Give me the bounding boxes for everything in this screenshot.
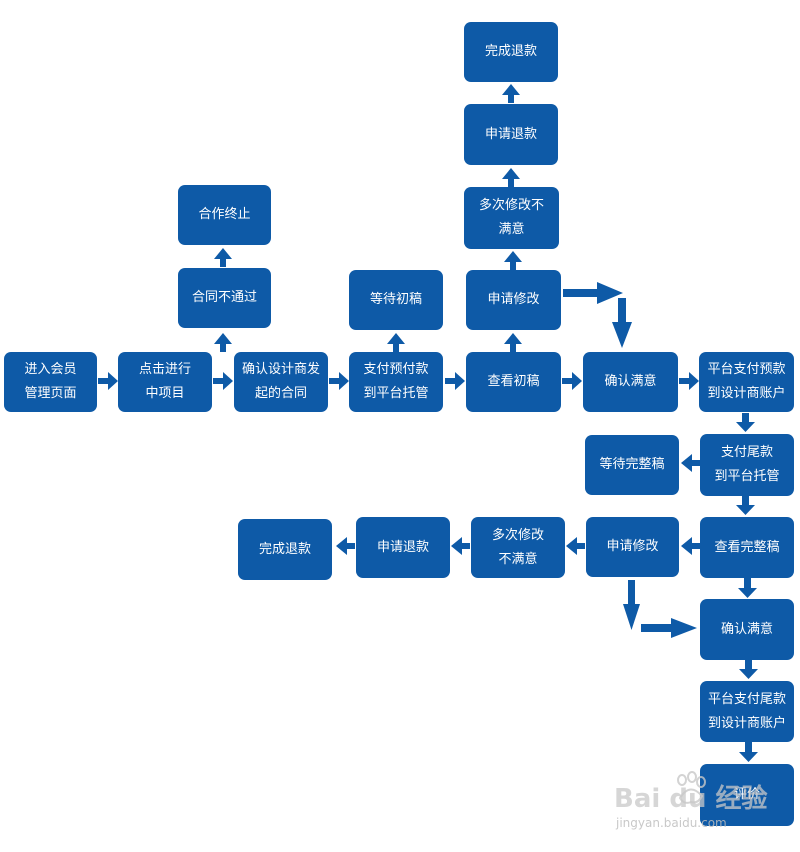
node-pay-balance: 支付尾款到平台托管 (700, 434, 794, 496)
node-confirm-contract: 确认设计商发起的合同 (234, 352, 328, 412)
arrow-n18-down (623, 580, 640, 630)
arrow-n20-n21 (336, 537, 355, 555)
node-platform-pay-balance: 平台支付尾款到设计商账户 (700, 681, 794, 742)
arrow-n3-n4 (214, 333, 232, 352)
node-review: 评价 (700, 764, 794, 826)
node-cooperation-ended: 合作终止 (178, 185, 271, 245)
arrow-n4-n5 (214, 248, 232, 267)
arrow-n6-n7 (387, 333, 405, 352)
arrow-n3-n6 (329, 372, 349, 390)
paw-icon (677, 771, 706, 804)
node-request-refund-lower: 申请退款 (356, 517, 450, 578)
baidu-jingyan-watermark: Bai du 经验 jingyan.baidu.com (612, 771, 772, 838)
arrow-down-n13 (612, 298, 632, 348)
arrow-n10-n11 (502, 168, 520, 187)
node-wait-final: 等待完整稿 (585, 435, 679, 495)
arrow-n17-n18 (681, 537, 700, 555)
node-unsatisfied-lower: 多次修改不满意 (471, 517, 565, 578)
node-confirm-satisfied-upper: 确认满意 (583, 352, 678, 412)
arrow-n15-n17 (736, 496, 755, 515)
arrow-n22-right (641, 618, 697, 638)
arrow-n9-right (563, 282, 623, 304)
arrow-n19-n20 (451, 537, 470, 555)
arrow-n23-n24 (739, 742, 758, 762)
arrow-n18-n19 (566, 537, 585, 555)
arrow-n13-n14 (679, 372, 699, 390)
arrow-n11-n12 (502, 84, 520, 103)
node-wait-draft: 等待初稿 (349, 270, 443, 330)
arrow-n6-n8 (445, 372, 465, 390)
node-unsatisfied-upper: 多次修改不满意 (464, 187, 559, 249)
arrow-n8-n9 (504, 333, 522, 352)
arrow-n17-n22 (738, 578, 757, 598)
node-enter-member-page: 进入会员管理页面 (4, 352, 97, 412)
arrow-n2-n3 (213, 372, 233, 390)
node-view-final: 查看完整稿 (700, 517, 794, 578)
watermark-logo: Bai du 经验 (614, 784, 768, 814)
arrow-n14-n15 (736, 413, 755, 432)
watermark-url: jingyan.baidu.com (616, 816, 727, 830)
node-platform-pay-deposit: 平台支付预款到设计商账户 (699, 352, 794, 412)
node-request-revision-upper: 申请修改 (466, 270, 561, 330)
node-pay-deposit: 支付预付款到平台托管 (349, 352, 443, 412)
arrow-n8-n13 (562, 372, 582, 390)
arrow-n15-n16 (681, 454, 700, 472)
node-contract-rejected: 合同不通过 (178, 268, 271, 328)
node-view-draft: 查看初稿 (466, 352, 561, 412)
node-refund-done-lower: 完成退款 (238, 519, 332, 580)
node-refund-done-upper: 完成退款 (464, 22, 558, 82)
node-click-ongoing-project: 点击进行中项目 (118, 352, 212, 412)
arrow-n9-n10 (504, 251, 522, 270)
node-request-refund-upper: 申请退款 (464, 104, 558, 165)
arrow-n1-n2 (98, 372, 118, 390)
arrow-n22-n23 (739, 660, 758, 679)
node-confirm-satisfied-lower: 确认满意 (700, 599, 794, 660)
node-request-revision-lower: 申请修改 (586, 517, 679, 577)
